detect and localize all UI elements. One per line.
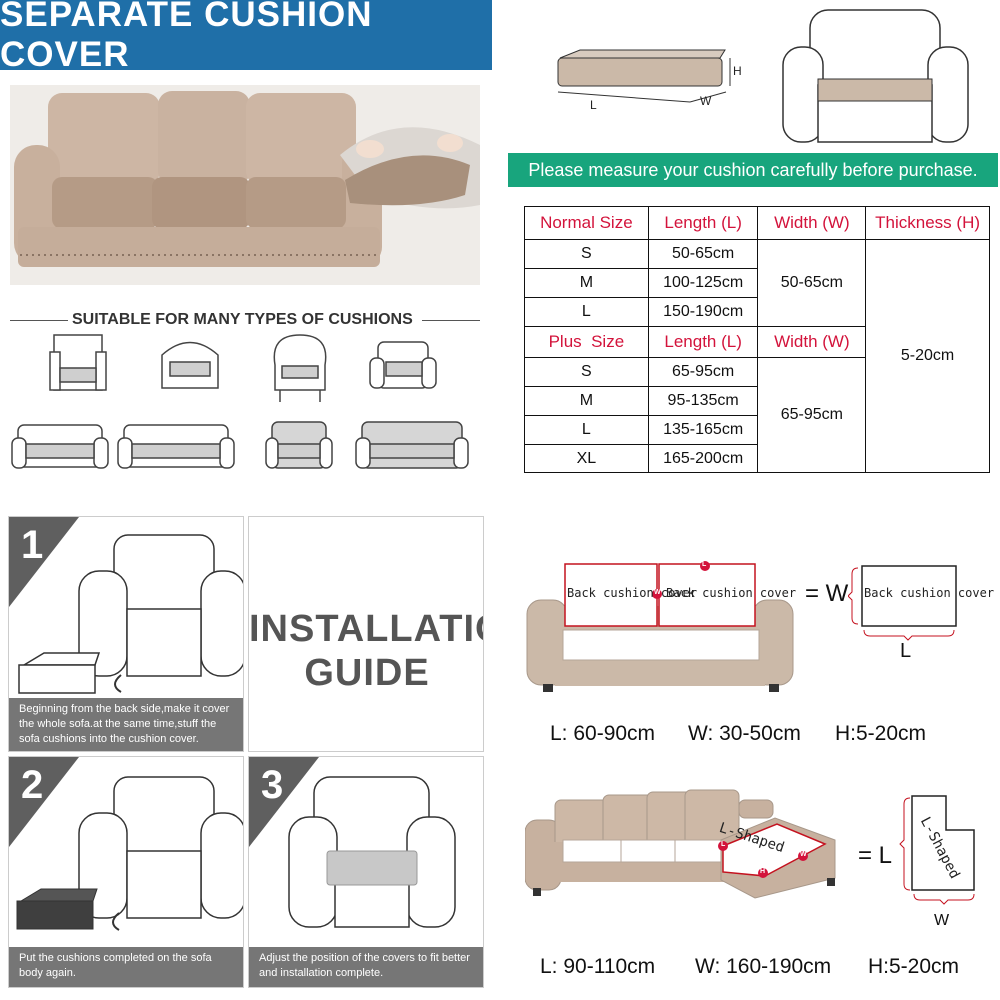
single-sofa-icon [265, 421, 333, 469]
size-cell: XL [524, 444, 649, 473]
cushion-dimension-diagram [557, 49, 731, 103]
guide-title: GUIDE [304, 652, 430, 694]
step-badge [249, 757, 319, 847]
back-cushion-l-label: L [900, 640, 912, 662]
three-seat-sofa-icon [117, 424, 235, 469]
back-cushion-label: Back cushion cover [666, 586, 797, 600]
l-shaped-equals-l: = L [858, 842, 893, 869]
normal-size-header: Normal Size [524, 206, 649, 240]
l-shaped-height-marker: H [760, 868, 766, 875]
back-cushion-width: W: 30-50cm [688, 722, 801, 745]
length-cell: 150-190cm [647, 297, 759, 327]
thickness-header: Thickness (H) [865, 206, 990, 240]
step-caption: Put the cushions completed on the sofa b… [9, 947, 243, 987]
step-3-panel: 3 Adjust the position of the covers to f… [248, 756, 484, 988]
back-cushion-height: H:5-20cm [835, 722, 927, 745]
length-cell: 50-65cm [647, 239, 759, 269]
thickness-cell: 5-20cm [865, 239, 990, 473]
step-caption: Adjust the position of the covers to fit… [249, 947, 483, 987]
size-cell: S [524, 239, 649, 269]
cushioned-sofa-icon [355, 421, 469, 469]
step-2-illustration [16, 776, 243, 931]
armchair-icon [369, 341, 437, 389]
plus-width-cell: 65-95cm [757, 357, 867, 473]
plus-size-header: Plus Size [524, 326, 649, 358]
loveseat-icon [11, 424, 109, 469]
cushion-types-icons [11, 334, 469, 469]
measure-notice: Please measure your cushion carefully be… [508, 153, 998, 187]
width-marker: W [654, 589, 661, 596]
installation-title: INSTALLATION [249, 608, 483, 650]
normal-length-header: Length (L) [647, 206, 759, 240]
dimension-l: L [590, 98, 597, 112]
step-1-illustration [18, 534, 243, 694]
size-cell: L [524, 415, 649, 445]
step-number: 2 [21, 763, 44, 807]
back-cushion-equals-w: = W [805, 580, 849, 607]
step-number: 3 [261, 763, 284, 807]
step-badge [9, 517, 79, 607]
dimension-h: H [733, 64, 742, 78]
l-shaped-cover-diagram [899, 795, 975, 905]
size-cell: M [524, 268, 649, 298]
l-shaped-height: H:5-20cm [868, 955, 960, 978]
sofa-photo-illustration [10, 85, 480, 285]
length-cell: 95-135cm [647, 386, 759, 416]
l-shaped-sofa-diagram [525, 789, 836, 899]
step-2-panel: 2 Put the cushions completed on the sofa… [8, 756, 244, 988]
dimension-w: W [700, 94, 712, 108]
size-cell: S [524, 357, 649, 387]
step-number: 1 [21, 523, 44, 567]
back-cushion-label: Back cushion cover [567, 586, 698, 600]
armchair-diagram [782, 9, 969, 143]
suitable-label: SUITABLE FOR MANY TYPES OF CUSHIONS [72, 311, 413, 328]
chair-icon [49, 334, 107, 391]
l-shaped-length: L: 90-110cm [540, 955, 656, 978]
l-shaped-w-label: W [934, 912, 950, 929]
length-cell: 100-125cm [647, 268, 759, 298]
size-table: Normal Size Length (L) Width (W) Thickne… [524, 206, 990, 473]
l-shaped-length-marker: L [721, 841, 726, 848]
divider-left [10, 320, 68, 321]
normal-width-header: Width (W) [757, 206, 867, 240]
step-3-illustration [288, 776, 456, 928]
size-cell: M [524, 386, 649, 416]
length-cell: 135-165cm [647, 415, 759, 445]
plus-length-header: Length (L) [647, 326, 759, 358]
back-cushion-cover-label: Back cushion cover [864, 586, 995, 600]
length-cell: 65-95cm [647, 357, 759, 387]
back-cushion-cover-diagram [848, 565, 957, 641]
size-cell: L [524, 297, 649, 327]
back-cushion-sofa-diagram [526, 561, 794, 692]
wingback-chair-icon [273, 334, 327, 402]
l-shaped-width: W: 160-190cm [695, 955, 832, 978]
banner-title: SEPARATE CUSHION COVER [0, 0, 492, 74]
normal-width-cell: 50-65cm [757, 239, 867, 327]
plus-width-header: Width (W) [757, 326, 867, 358]
product-photo [10, 85, 480, 285]
step-1-panel: 1 Beginning from the back side,make it c… [8, 516, 244, 752]
step-caption: Beginning from the back side,make it cov… [9, 698, 243, 751]
length-marker: L [702, 561, 707, 568]
barrel-chair-icon [161, 341, 219, 389]
length-cell: 165-200cm [647, 444, 759, 473]
back-cushion-length: L: 60-90cm [550, 722, 656, 745]
installation-guide-panel: INSTALLATION GUIDE [248, 516, 484, 752]
l-shaped-width-marker: W [800, 851, 807, 858]
step-badge [9, 757, 79, 847]
divider-right [422, 320, 480, 321]
